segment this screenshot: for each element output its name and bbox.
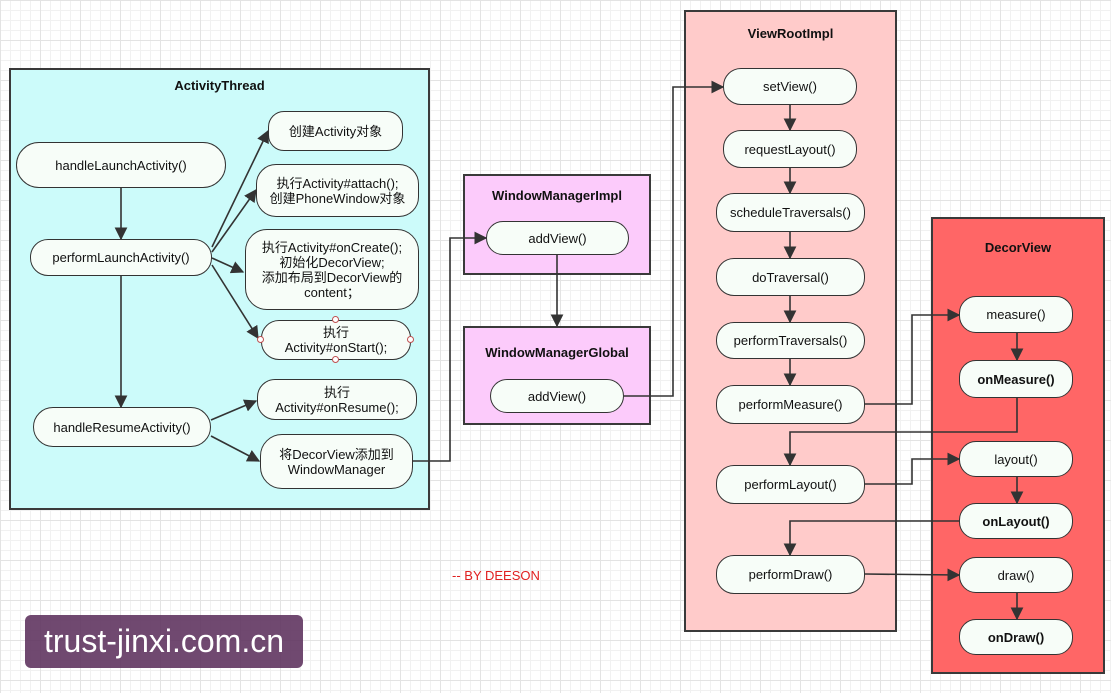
- do-traversal-node[interactable]: doTraversal(): [716, 258, 865, 296]
- selection-handle-left[interactable]: [257, 336, 264, 343]
- perform-traversals-node[interactable]: performTraversals(): [716, 322, 865, 359]
- set-view-node[interactable]: setView(): [723, 68, 857, 105]
- window-manager-global-add-view-node[interactable]: addView(): [490, 379, 624, 413]
- add-decor-to-window-manager-node[interactable]: 将DecorView添加到 WindowManager: [260, 434, 413, 489]
- selection-handle-bottom[interactable]: [332, 356, 339, 363]
- decor-view-title: DecorView: [984, 240, 1052, 255]
- schedule-traversals-node[interactable]: scheduleTraversals(): [716, 193, 865, 232]
- perform-launch-activity-node[interactable]: performLaunchActivity(): [30, 239, 212, 276]
- activity-thread-title: ActivityThread: [174, 78, 265, 93]
- on-start-node[interactable]: 执行 Activity#onStart();: [261, 320, 411, 360]
- on-draw-node[interactable]: onDraw(): [959, 619, 1073, 655]
- create-activity-node[interactable]: 创建Activity对象: [268, 111, 403, 151]
- attach-node[interactable]: 执行Activity#attach(); 创建PhoneWindow对象: [256, 164, 419, 217]
- on-layout-node[interactable]: onLayout(): [959, 503, 1073, 539]
- site-watermark: trust-jinxi.com.cn: [25, 615, 303, 668]
- measure-node[interactable]: measure(): [959, 296, 1073, 333]
- perform-layout-node[interactable]: performLayout(): [716, 465, 865, 504]
- window-manager-impl-add-view-node[interactable]: addView(): [486, 221, 629, 255]
- selection-handle-top[interactable]: [332, 316, 339, 323]
- selection-handle-right[interactable]: [407, 336, 414, 343]
- draw-node[interactable]: draw(): [959, 557, 1073, 593]
- on-create-node[interactable]: 执行Activity#onCreate(); 初始化DecorView; 添加布…: [245, 229, 419, 310]
- perform-measure-node[interactable]: performMeasure(): [716, 385, 865, 424]
- perform-draw-node[interactable]: performDraw(): [716, 555, 865, 594]
- on-measure-node[interactable]: onMeasure(): [959, 360, 1073, 398]
- author-credit: -- BY DEESON: [452, 568, 540, 583]
- window-manager-global-title: WindowManagerGlobal: [485, 345, 629, 360]
- view-root-impl-title: ViewRootImpl: [747, 26, 834, 41]
- handle-resume-activity-node[interactable]: handleResumeActivity(): [33, 407, 211, 447]
- on-resume-node[interactable]: 执行 Activity#onResume();: [257, 379, 417, 420]
- handle-launch-activity-node[interactable]: handleLaunchActivity(): [16, 142, 226, 188]
- layout-node[interactable]: layout(): [959, 441, 1073, 477]
- window-manager-impl-title: WindowManagerImpl: [492, 188, 622, 203]
- request-layout-node[interactable]: requestLayout(): [723, 130, 857, 168]
